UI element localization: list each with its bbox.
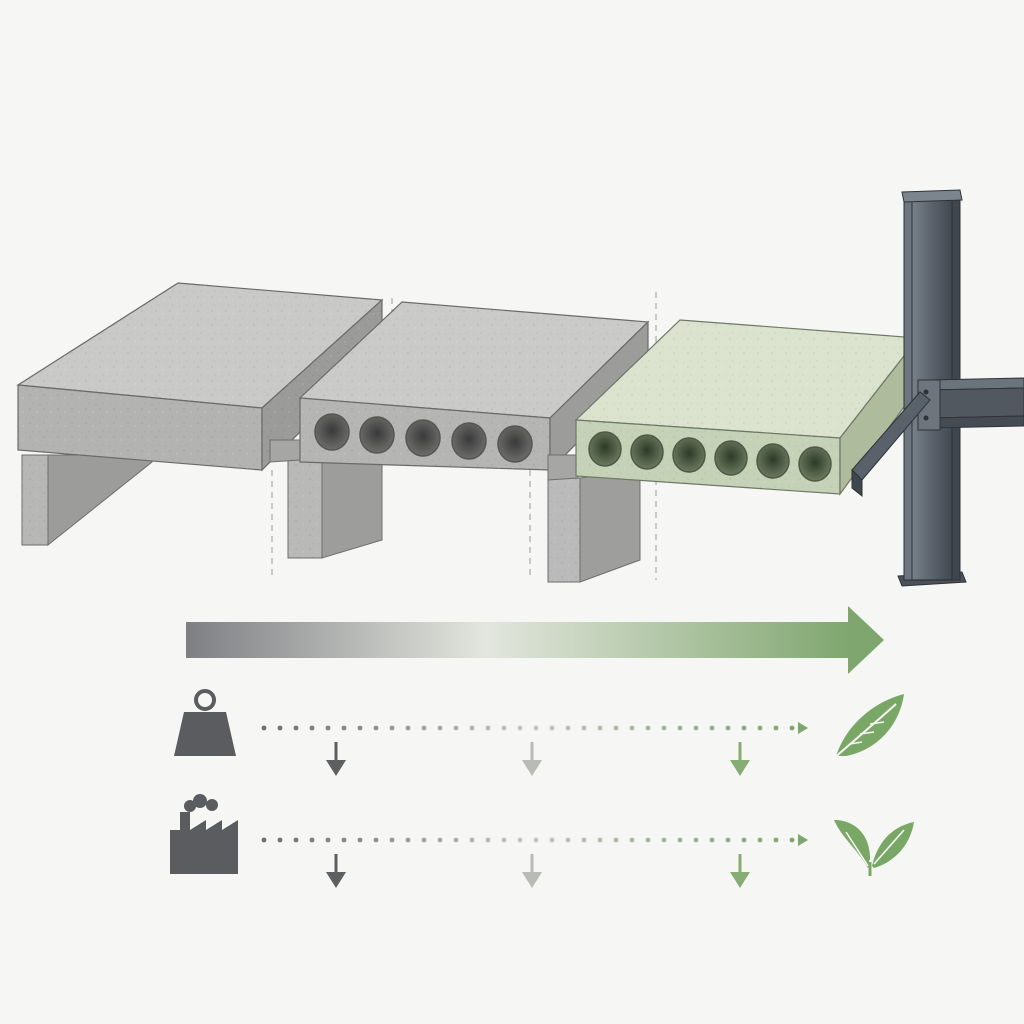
reduction-arrow-1	[326, 854, 346, 888]
trend-dot	[710, 726, 715, 731]
trend-dot	[742, 838, 747, 843]
reduction-arrow-3	[730, 742, 750, 776]
trend-dot	[326, 838, 331, 843]
trend-dot	[662, 838, 667, 843]
trend-dot	[550, 838, 555, 843]
trend-dot	[374, 726, 379, 731]
reduction-arrow-1	[326, 742, 346, 776]
trend-dot	[406, 838, 411, 843]
trend-dot	[470, 726, 475, 731]
dotted-trend-line	[262, 838, 795, 843]
trend-dot	[550, 726, 555, 731]
trend-dot	[422, 838, 427, 843]
trend-dot	[694, 726, 699, 731]
trend-dot	[326, 726, 331, 731]
trend-arrowhead	[798, 834, 808, 846]
trend-dot	[470, 838, 475, 843]
trend-dot	[454, 838, 459, 843]
trend-dot	[518, 838, 523, 843]
trend-dot	[726, 838, 731, 843]
trend-dot	[774, 838, 779, 843]
trend-dot	[342, 838, 347, 843]
trend-dot	[566, 726, 571, 731]
trend-dot	[358, 726, 363, 731]
trend-dot	[278, 726, 283, 731]
trend-dot	[454, 726, 459, 731]
trend-dot	[406, 726, 411, 731]
trend-arrowhead	[798, 722, 808, 734]
trend-dot	[614, 838, 619, 843]
concrete-beam-2	[288, 455, 382, 558]
reduction-arrow-2	[522, 854, 542, 888]
reduction-arrow-3	[730, 854, 750, 888]
trend-dot	[262, 726, 267, 731]
trend-dot	[518, 726, 523, 731]
trend-dot	[278, 838, 283, 843]
trend-dot	[678, 838, 683, 843]
factory-icon	[170, 794, 238, 874]
concrete-beam-3	[548, 470, 640, 582]
trend-dot	[310, 838, 315, 843]
trend-dot	[646, 726, 651, 731]
trend-dot	[582, 838, 587, 843]
trend-dot	[390, 838, 395, 843]
trend-dot	[486, 726, 491, 731]
trend-dot	[630, 726, 635, 731]
progress-arrow	[186, 606, 884, 674]
trend-dot	[758, 726, 763, 731]
trend-dot	[582, 726, 587, 731]
trend-dot	[486, 838, 491, 843]
trend-dot	[422, 726, 427, 731]
trend-dot	[646, 838, 651, 843]
trend-dot	[294, 726, 299, 731]
trend-dot	[598, 838, 603, 843]
trend-dot	[614, 726, 619, 731]
steel-beam	[918, 378, 1024, 430]
trend-dot	[566, 838, 571, 843]
trend-dot	[374, 838, 379, 843]
trend-dot	[294, 838, 299, 843]
reduction-arrow-2	[522, 742, 542, 776]
trend-dot	[502, 726, 507, 731]
trend-dot	[358, 838, 363, 843]
trend-dot	[342, 726, 347, 731]
trend-dot	[598, 726, 603, 731]
weight-row	[174, 691, 904, 776]
weight-icon	[174, 691, 236, 756]
trend-dot	[502, 838, 507, 843]
trend-dot	[710, 838, 715, 843]
trend-dot	[790, 838, 795, 843]
trend-dot	[726, 726, 731, 731]
trend-dot	[694, 838, 699, 843]
trend-dot	[262, 838, 267, 843]
emissions-row	[170, 794, 914, 888]
trend-dot	[310, 726, 315, 731]
trend-dot	[438, 726, 443, 731]
trend-dot	[662, 726, 667, 731]
trend-dot	[678, 726, 683, 731]
trend-dot	[774, 726, 779, 731]
trend-dot	[534, 726, 539, 731]
concrete-beam-1	[22, 455, 152, 545]
trend-dot	[630, 838, 635, 843]
sprout-leaves-icon	[834, 820, 914, 876]
trend-dot	[742, 726, 747, 731]
trend-dot	[790, 726, 795, 731]
trend-dot	[438, 838, 443, 843]
trend-dot	[534, 838, 539, 843]
feather-leaf-icon	[832, 694, 904, 760]
dotted-trend-line	[262, 726, 795, 731]
trend-dot	[758, 838, 763, 843]
trend-dot	[390, 726, 395, 731]
